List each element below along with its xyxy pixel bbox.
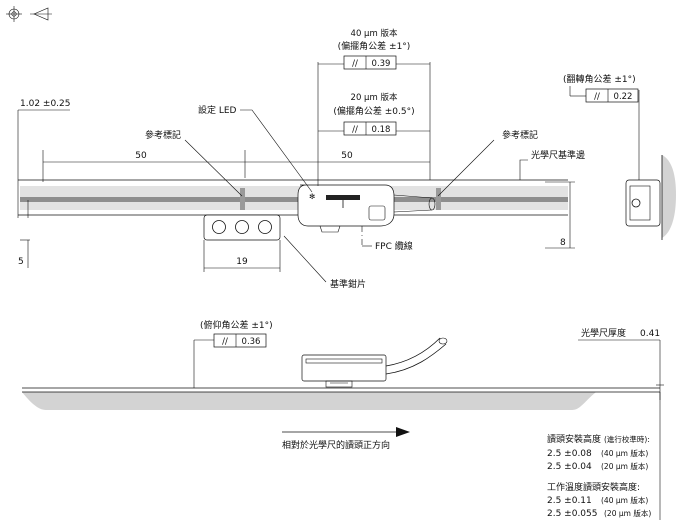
scale-thickness-value: 0.41 bbox=[640, 329, 660, 339]
offset-dimension: 1.02 ±0.25 bbox=[20, 99, 70, 109]
side-view bbox=[625, 90, 676, 240]
datum-clamp bbox=[203, 214, 281, 241]
yaw-40-title: 40 µm 版本 bbox=[351, 28, 398, 39]
parallel-symbol: // bbox=[594, 92, 600, 102]
ride-height-row1-value: 2.5 ±0.08 bbox=[547, 449, 592, 459]
yaw-40-tolerance-box: // 0.39 bbox=[343, 55, 397, 70]
ride-height-row3-version: (40 µm 版本) bbox=[601, 495, 648, 505]
op-ride-height-title: 工作溫度讀頭安裝高度: bbox=[547, 481, 640, 493]
roll-label: (翻轉角公差 ±1°) bbox=[563, 73, 636, 85]
ride-height-block: 讀頭安裝高度 (進行校準時): 2.5 ±0.08 (40 µm 版本) 2.5… bbox=[547, 433, 651, 519]
ride-height-row4-value: 2.5 ±0.055 bbox=[547, 509, 597, 519]
yaw-40-value: 0.39 bbox=[372, 59, 391, 69]
scale-datum-edge-label: 光學尺基準邊 bbox=[531, 149, 585, 161]
dim-50-right: 50 bbox=[341, 151, 353, 161]
ride-height-row2-version: (20 µm 版本) bbox=[601, 461, 648, 471]
ride-height-title: 讀頭安裝高度 bbox=[547, 433, 601, 445]
parallel-symbol: // bbox=[352, 125, 358, 135]
dim-19: 19 bbox=[236, 257, 248, 267]
yaw-40-label: (偏擺角公差 ±1°) bbox=[338, 40, 411, 52]
yaw-20-value: 0.18 bbox=[372, 125, 391, 135]
scale-tape bbox=[17, 178, 568, 218]
direction-label: 相對於光學尺的讀頭正方向 bbox=[282, 439, 390, 451]
roll-tolerance-box: // 0.22 bbox=[585, 88, 639, 103]
dim-5: 5 bbox=[18, 257, 24, 267]
yaw-20-tolerance-box: // 0.18 bbox=[343, 121, 397, 136]
ref-mark-right-label: 參考標記 bbox=[502, 129, 538, 141]
yaw-20-title: 20 µm 版本 bbox=[351, 92, 398, 103]
pitch-label: (俯仰角公差 ±1°) bbox=[200, 319, 273, 331]
reference-marks bbox=[184, 139, 495, 210]
substrate bbox=[22, 387, 660, 410]
set-led-label: 設定 LED bbox=[198, 104, 237, 116]
ride-height-row2-value: 2.5 ±0.04 bbox=[547, 462, 592, 472]
scale-thickness-label: 光學尺厚度 bbox=[581, 327, 626, 339]
projection-symbol-icon bbox=[6, 6, 52, 22]
dim-8: 8 bbox=[560, 238, 566, 248]
parallel-symbol: // bbox=[352, 59, 358, 69]
ref-mark-left-label: 參考標記 bbox=[145, 129, 181, 141]
readhead-side bbox=[301, 337, 448, 388]
ride-height-note: (進行校準時): bbox=[604, 434, 650, 444]
pitch-tolerance-box: // 0.36 bbox=[213, 333, 267, 348]
pitch-value: 0.36 bbox=[242, 337, 261, 347]
yaw-20-label: (偏擺角公差 ±0.5°) bbox=[333, 105, 414, 117]
parallel-symbol: // bbox=[222, 337, 228, 347]
readhead-top: ✻ bbox=[297, 184, 436, 233]
roll-value: 0.22 bbox=[614, 92, 633, 102]
ride-height-row4-version: (20 µm 版本) bbox=[604, 508, 651, 518]
fpc-cable-label: FPC 纜線 bbox=[375, 240, 413, 252]
ride-height-row1-version: (40 µm 版本) bbox=[601, 448, 648, 458]
datum-clamp-label: 基準鉗片 bbox=[330, 278, 366, 290]
led-symbol-icon: ✻ bbox=[309, 192, 315, 201]
ride-height-row3-value: 2.5 ±0.11 bbox=[547, 496, 592, 506]
dim-50-left: 50 bbox=[135, 151, 147, 161]
